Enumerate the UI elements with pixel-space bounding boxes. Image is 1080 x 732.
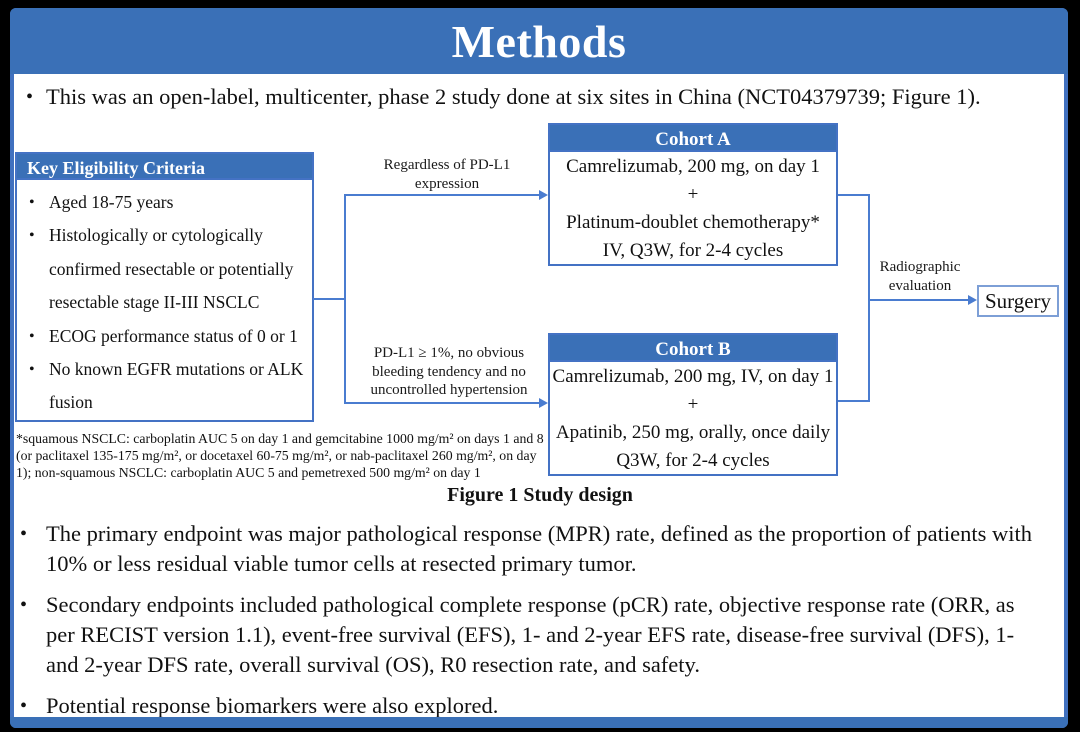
bullet-dot: • xyxy=(26,86,34,108)
eligibility-item-text: No known EGFR mutations or ALK fusion xyxy=(49,359,304,413)
bullet-secondary-endpoints: • Secondary endpoints included pathologi… xyxy=(20,590,1046,680)
eligibility-item-text: Histologically or cytologically confirme… xyxy=(49,225,294,313)
surgery-box: Surgery xyxy=(977,285,1059,317)
bullet-dot: • xyxy=(20,695,28,717)
arrow-line-to-cohort-b xyxy=(344,402,539,404)
cohort-a-box: Cohort A Camrelizumab, 200 mg, on day 1 … xyxy=(548,123,838,266)
bullet-biomarkers: • Potential response biomarkers were als… xyxy=(20,691,1046,721)
eligibility-item-text: ECOG performance status of 0 or 1 xyxy=(49,325,298,346)
cohort-b-body: Camrelizumab, 200 mg, IV, on day 1 + Apa… xyxy=(548,362,838,476)
branch-label-top: Regardless of PD-L1 expression xyxy=(383,157,511,192)
branch-line-vertical-left xyxy=(344,194,346,404)
arrowhead-icon xyxy=(539,398,548,408)
intro-bullet: • This was an open-label, multicenter, p… xyxy=(26,82,1046,112)
connector-cohort-a-out xyxy=(838,194,870,196)
cohort-b-line: Apatinib, 250 mg, orally, once daily xyxy=(555,422,831,443)
cohort-b-header: Cohort B xyxy=(548,333,838,362)
bullet-primary-endpoint: • The primary endpoint was major patholo… xyxy=(20,519,1046,579)
bullet-dot: • xyxy=(29,227,35,245)
connector-cohort-b-out xyxy=(838,400,870,402)
bullet-dot: • xyxy=(20,594,28,616)
cohort-b-line: Q3W, for 2-4 cycles xyxy=(616,450,770,471)
page-title: Methods xyxy=(451,15,627,67)
cohort-a-line: Camrelizumab, 200 mg, on day 1 xyxy=(566,156,820,177)
branch-label-bottom: PD-L1 ≥ 1%, no obvious bleeding tendency… xyxy=(370,345,528,398)
cohort-a-body: Camrelizumab, 200 mg, on day 1 + Platinu… xyxy=(548,152,838,266)
bullet-dot: • xyxy=(29,361,35,379)
cohort-b-line: Camrelizumab, 200 mg, IV, on day 1 xyxy=(552,366,834,387)
bullet-dot: • xyxy=(20,523,28,545)
arrowhead-icon xyxy=(539,190,548,200)
eligibility-item: • Aged 18-75 years xyxy=(23,186,308,219)
eligibility-body: • Aged 18-75 years • Histologically or cyt… xyxy=(15,180,314,422)
arrow-line-to-surgery xyxy=(869,299,969,301)
bullet-dot: • xyxy=(29,327,35,345)
connector-eligibility-stub xyxy=(313,298,346,300)
arrowhead-icon xyxy=(968,295,977,305)
figure-caption: Figure 1 Study design xyxy=(447,484,633,506)
bullet-text: Secondary endpoints included pathologica… xyxy=(46,592,1015,677)
plus-sign: + xyxy=(687,184,699,205)
branch-line-vertical-right xyxy=(868,194,870,402)
eligibility-header: Key Eligibility Criteria xyxy=(15,152,314,180)
bullet-text: Potential response biomarkers were also … xyxy=(46,693,499,718)
intro-bullet-text: This was an open-label, multicenter, pha… xyxy=(46,84,981,109)
evaluation-label: Radiographic evaluation xyxy=(879,259,961,294)
eligibility-list: • Aged 18-75 years • Histologically or cyt… xyxy=(23,186,308,420)
cohort-a-line: Platinum-doublet chemotherapy* xyxy=(566,212,820,233)
cohort-b-box: Cohort B Camrelizumab, 200 mg, IV, on da… xyxy=(548,333,838,476)
eligibility-item: • ECOG performance status of 0 or 1 xyxy=(23,320,308,353)
eligibility-item: • No known EGFR mutations or ALK fusion xyxy=(23,353,308,420)
endpoint-bullets: • The primary endpoint was major patholo… xyxy=(20,519,1046,732)
arrow-line-to-cohort-a xyxy=(344,194,539,196)
plus-sign: + xyxy=(687,394,699,415)
bullet-dot: • xyxy=(29,194,35,211)
cohort-a-line: IV, Q3W, for 2-4 cycles xyxy=(602,240,784,261)
bullet-text: The primary endpoint was major pathologi… xyxy=(46,521,1033,576)
surgery-label: Surgery xyxy=(984,288,1052,313)
cohort-a-header: Cohort A xyxy=(548,123,838,152)
eligibility-item: • Histologically or cytologically confirm… xyxy=(23,219,308,319)
bottom-border-bar xyxy=(10,717,1068,728)
eligibility-item-text: Aged 18-75 years xyxy=(49,192,174,212)
figure-footnote: *squamous NSCLC: carboplatin AUC 5 on da… xyxy=(16,431,544,480)
eligibility-box: Key Eligibility Criteria • Aged 18-75 yea… xyxy=(15,152,314,422)
title-bar: Methods xyxy=(10,8,1068,74)
